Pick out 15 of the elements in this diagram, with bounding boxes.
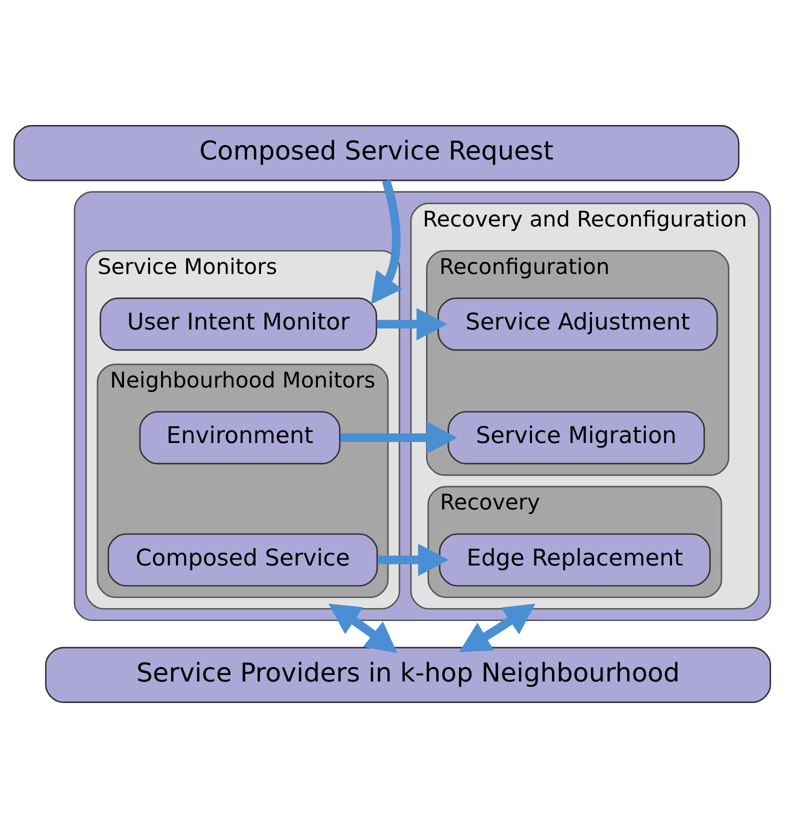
node-box: Service Providers in k-hop Neighbourhood bbox=[45, 646, 772, 702]
node-box: Service Adjustment bbox=[438, 297, 718, 350]
arrow bbox=[340, 421, 458, 454]
node-box: User Intent Monitor bbox=[100, 297, 378, 350]
arrow bbox=[328, 603, 398, 653]
node-box: Composed Service Request bbox=[13, 124, 740, 181]
node-box: Composed Service bbox=[108, 532, 378, 586]
node-box: Service Migration bbox=[448, 410, 705, 464]
cluster bbox=[74, 190, 772, 621]
arrow bbox=[378, 543, 449, 576]
node-box: Environment bbox=[139, 410, 340, 464]
arrow bbox=[376, 307, 448, 340]
arrow bbox=[370, 178, 402, 304]
node-box: Edge Replacement bbox=[438, 532, 711, 586]
arrow bbox=[459, 603, 536, 652]
